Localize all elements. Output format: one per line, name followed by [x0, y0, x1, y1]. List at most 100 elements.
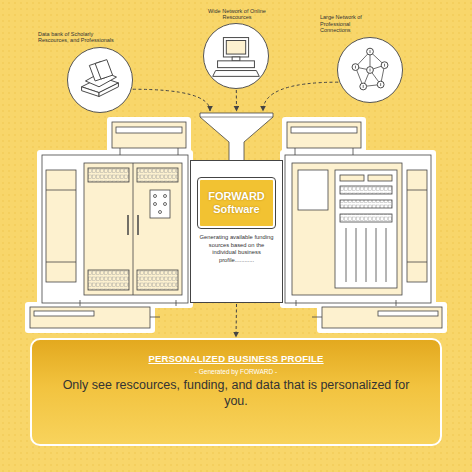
- network-dot: [377, 81, 384, 88]
- book-shape: [95, 60, 112, 79]
- top-boxes-part: [295, 148, 296, 155]
- left-cabinet-part: [127, 215, 129, 235]
- person-mark: [384, 64, 385, 67]
- funnel-drawing: [190, 112, 283, 162]
- right-cabinet-part: [376, 228, 377, 282]
- right-cabinet-part: [340, 186, 392, 194]
- funnel-shape: [200, 113, 273, 162]
- resource-label: Large Network of Professional Connection…: [320, 14, 376, 34]
- network-dot: [367, 67, 374, 74]
- right-cabinet-part: [292, 163, 402, 295]
- brand-box: FORWARD Software: [198, 178, 275, 228]
- right-cabinet-part: [396, 300, 397, 306]
- screen-shape: [226, 40, 245, 54]
- network-dot: [352, 64, 359, 71]
- white-halo-part: [28, 305, 152, 330]
- right-cabinet-part: [340, 200, 392, 208]
- left-cabinet-part: [42, 155, 188, 303]
- right-cabinet-part: [368, 175, 392, 181]
- monitor-shape: [223, 38, 248, 57]
- right-cabinet-part: [340, 214, 392, 222]
- resource-label: Wide Network of Online Rescources: [200, 8, 274, 21]
- right-cabinet-part: [298, 170, 328, 210]
- dashed-connector: [236, 90, 237, 111]
- network-icon: [338, 38, 402, 102]
- left-cabinet-part: [46, 262, 76, 263]
- person-mark: [355, 66, 356, 69]
- network-dot: [360, 83, 367, 90]
- banner-title: PERSONALIZED BUSINESS PROFILE: [62, 353, 410, 364]
- left-cabinet-part: [88, 168, 129, 182]
- left-cabinet-part: [80, 300, 81, 306]
- right-cabinet-part: [335, 170, 397, 288]
- profile-banner: PERSONALIZED BUSINESS PROFILE- Generated…: [30, 338, 442, 446]
- left-cabinet-part: [150, 190, 170, 218]
- bottom-rails-part: [30, 307, 150, 328]
- right-cabinet-part: [407, 170, 427, 282]
- resource-circle: Data bank of Scholarly Rescources, and P…: [67, 47, 133, 113]
- right-cabinet-part: [386, 228, 387, 282]
- resource-label: Data bank of Scholarly Rescources, and P…: [38, 31, 116, 44]
- right-cabinet-part: [407, 190, 427, 191]
- brand-title: FORWARD Software: [203, 190, 270, 215]
- left-cabinet-part: [154, 195, 157, 198]
- books-icon: [68, 48, 132, 112]
- right-cabinet-part: [340, 175, 364, 181]
- left-cabinet-part: [164, 195, 167, 198]
- top-boxes-part: [291, 127, 357, 133]
- left-cabinet-part: [154, 203, 157, 206]
- left-cabinet-part: [84, 163, 182, 295]
- left-cabinet-part: [137, 270, 178, 290]
- left-cabinet-part: [133, 163, 134, 295]
- dashed-connector: [236, 304, 238, 337]
- white-halo-part: [110, 120, 188, 150]
- computer-icon: [204, 24, 268, 88]
- book-shape: [82, 87, 99, 97]
- person-mark: [370, 50, 371, 53]
- dashed-connector: [133, 89, 210, 111]
- case-shape: [218, 61, 255, 68]
- left-cabinet-part: [137, 168, 178, 182]
- panel-description: Generating available funding sources bas…: [197, 234, 276, 264]
- right-cabinet-part: [356, 228, 357, 282]
- white-halo-part: [40, 153, 190, 305]
- left-cabinet-part: [159, 211, 162, 214]
- right-cabinet-part: [285, 155, 431, 303]
- bottom-rails-part: [34, 311, 94, 316]
- right-cabinet-part: [366, 228, 367, 282]
- person-mark: [380, 83, 381, 86]
- right-cabinet-part: [407, 262, 427, 263]
- right-cabinet: [285, 155, 431, 306]
- network-dot: [381, 62, 388, 69]
- software-panel: Generating available funding sources bas…: [190, 112, 283, 303]
- stand-shape: [232, 57, 240, 61]
- bottom-rails-part: [150, 317, 160, 318]
- right-cabinet-part: [296, 300, 297, 306]
- top-boxes-part: [178, 148, 179, 155]
- top-boxes-part: [116, 127, 182, 133]
- top-boxes-part: [287, 122, 361, 148]
- left-cabinet-part: [176, 300, 177, 306]
- left-cabinet-part: [88, 270, 129, 290]
- top-boxes-part: [120, 148, 121, 155]
- white-halo-part: [320, 305, 444, 330]
- white-halo-part: [285, 120, 363, 150]
- top-boxes-part: [353, 148, 354, 155]
- network-dot: [367, 48, 374, 55]
- top-boxes-part: [112, 122, 186, 148]
- left-cabinet-part: [46, 170, 76, 282]
- person-mark: [363, 85, 364, 88]
- keyboard-shape: [213, 71, 260, 77]
- banner-message: Only see rescources, funding, and data t…: [62, 378, 410, 409]
- white-halo-part: [283, 153, 433, 305]
- resource-circle: Large Network of Professional Connection…: [337, 37, 403, 103]
- dashed-connector: [263, 82, 338, 111]
- person-mark: [370, 69, 371, 72]
- bottom-rails-part: [312, 317, 322, 318]
- funnel-rim: [200, 117, 273, 118]
- left-cabinet: [42, 155, 188, 306]
- right-cabinet-part: [346, 228, 347, 282]
